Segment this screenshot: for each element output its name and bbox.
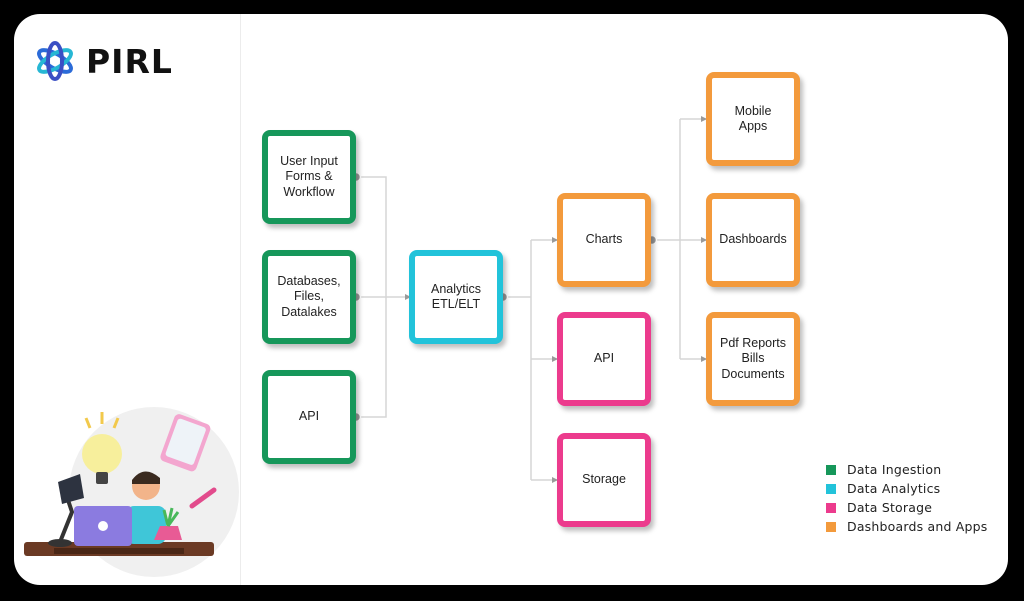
node-label: User Input Forms & Workflow bbox=[280, 153, 338, 199]
node-api-source[interactable]: API bbox=[262, 370, 356, 464]
legend-label: Data Storage bbox=[847, 500, 933, 515]
diagram-frame: PIRL bbox=[14, 14, 1008, 585]
node-api-output[interactable]: API bbox=[557, 312, 651, 406]
node-label: Analytics ETL/ELT bbox=[430, 281, 482, 312]
node-label: API bbox=[593, 351, 615, 366]
legend-item: Data Ingestion bbox=[826, 460, 988, 479]
person-at-desk-illustration bbox=[24, 407, 239, 577]
legend-swatch bbox=[826, 483, 836, 494]
node-label: API bbox=[298, 409, 320, 424]
legend-swatch bbox=[826, 502, 836, 513]
node-label: Dashboards bbox=[719, 232, 787, 247]
node-label: Charts bbox=[585, 232, 623, 247]
legend-label: Data Analytics bbox=[847, 481, 941, 496]
arrowhead bbox=[701, 237, 707, 243]
node-label: Storage bbox=[582, 472, 626, 487]
node-databases[interactable]: Databases, Files, Datalakes bbox=[262, 250, 356, 344]
node-mobile-apps[interactable]: Mobile Apps bbox=[706, 72, 800, 166]
legend-item: Dashboards and Apps bbox=[826, 517, 988, 536]
node-label: Pdf Reports Bills Documents bbox=[719, 335, 786, 381]
legend-item: Data Storage bbox=[826, 498, 988, 517]
legend: Data Ingestion Data Analytics Data Stora… bbox=[826, 460, 988, 536]
legend-label: Data Ingestion bbox=[847, 462, 942, 477]
arrowhead bbox=[552, 477, 558, 483]
arrowhead bbox=[701, 116, 707, 122]
sidebar: PIRL bbox=[14, 14, 241, 585]
node-label: Databases, Files, Datalakes bbox=[277, 273, 341, 319]
node-charts[interactable]: Charts bbox=[557, 193, 651, 287]
node-user-input[interactable]: User Input Forms & Workflow bbox=[262, 130, 356, 224]
brand-logo[interactable]: PIRL bbox=[34, 40, 173, 82]
node-label: Mobile Apps bbox=[734, 103, 772, 134]
node-storage[interactable]: Storage bbox=[557, 433, 651, 527]
legend-label: Dashboards and Apps bbox=[847, 519, 988, 534]
legend-swatch bbox=[826, 464, 836, 475]
pirl-logo-icon bbox=[37, 41, 73, 81]
arrowhead bbox=[701, 356, 707, 362]
legend-swatch bbox=[826, 521, 836, 532]
node-dashboards[interactable]: Dashboards bbox=[706, 193, 800, 287]
legend-item: Data Analytics bbox=[826, 479, 988, 498]
node-pdf-reports[interactable]: Pdf Reports Bills Documents bbox=[706, 312, 800, 406]
node-analytics[interactable]: Analytics ETL/ELT bbox=[409, 250, 503, 344]
arrowhead bbox=[405, 294, 411, 300]
brand-name: PIRL bbox=[86, 41, 173, 81]
flow-connectors bbox=[350, 116, 707, 483]
arrowhead bbox=[552, 356, 558, 362]
arrowhead bbox=[552, 237, 558, 243]
